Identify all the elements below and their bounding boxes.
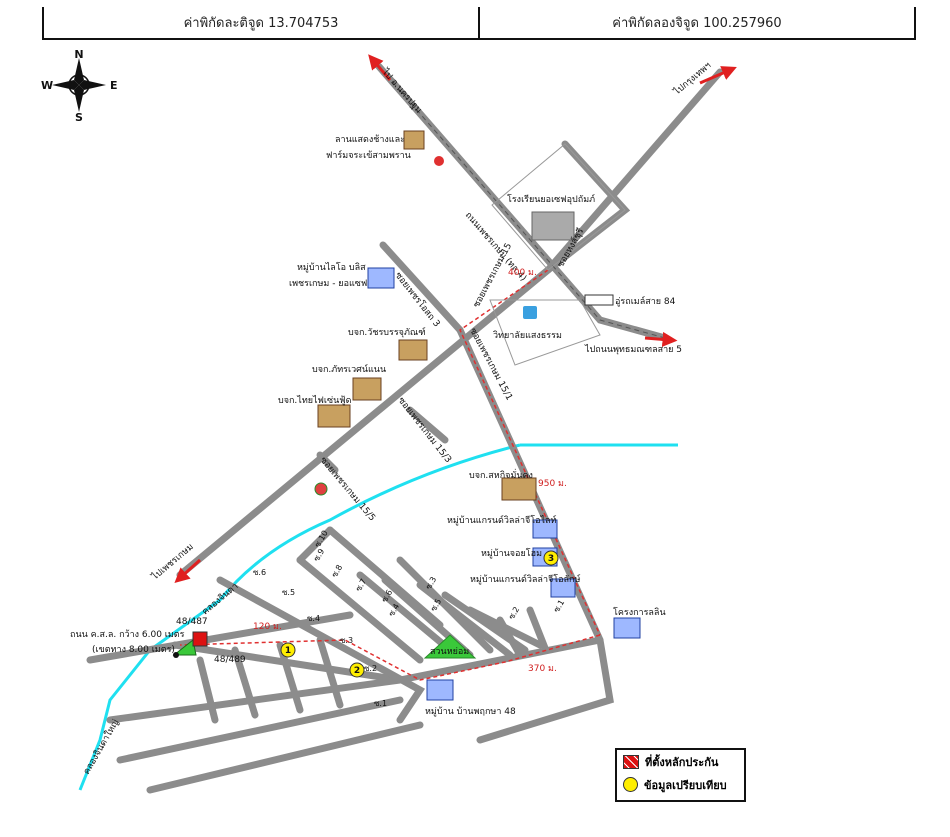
project-label: โครงการลลิน (613, 607, 666, 618)
place-labels: ลานแสดงช้างและ ฟาร์มจระเข้สามพราน โรงเรี… (176, 134, 676, 717)
park-area (423, 634, 477, 659)
market-label: ลานแสดงช้างและ (335, 134, 405, 145)
comparison-swatch-icon (623, 777, 638, 792)
comparison-markers: 1 2 3 (280, 550, 559, 678)
company-2-label: บจก.ภัทรเวศน์แนน (312, 363, 386, 375)
distance-labels: 400 ม. 950 ม. 370 ม. 120 ม. (253, 268, 567, 674)
svg-text:ซ.4: ซ.4 (307, 614, 320, 623)
svg-text:ซ.8: ซ.8 (330, 563, 344, 579)
main-road-centerline (374, 61, 666, 339)
village-3-label: หมู่บ้านแกรนด์วิลล่าจีโอลักษ์ (470, 573, 581, 585)
comparison-marker-2 (349, 662, 365, 678)
svg-text:ซ.2: ซ.2 (507, 605, 521, 621)
comparison-marker-1 (280, 642, 296, 658)
legend-comp-label: ข้อมูลเปรียบเทียบ (644, 778, 727, 792)
subject-dot (173, 652, 179, 658)
canal-bottom-label: คลองจินดาใหญ่ (81, 717, 122, 776)
company-1-label: บจก.วัชรบรรจุภัณฑ์ (348, 326, 426, 338)
map-legend: ที่ตั้งหลักประกัน ข้อมูลเปรียบเทียบ (615, 748, 746, 802)
subject-green-plot (172, 639, 197, 656)
distance-120: 120 ม. (253, 622, 282, 632)
tree-icon (314, 482, 328, 496)
bus-label: อู่รถเมล์สาย 84 (615, 295, 676, 307)
svg-text:3: 3 (548, 554, 554, 564)
school-building-icon (531, 211, 575, 241)
canals (78, 443, 678, 791)
village-top-label: หมู่บ้านไลโอ บลิส (297, 262, 366, 273)
svg-text:ซ.3: ซ.3 (424, 575, 438, 591)
village-1-label: หมู่บ้านแกรนด์วิลล่าจีโอไลท์ (447, 514, 557, 526)
to-nakhon-pathom-label: ไป อ.นครปฐม (379, 66, 424, 116)
compass-east: E (110, 79, 118, 92)
svg-text:ซ.5: ซ.5 (282, 588, 295, 597)
to-phutthamonthon-label: ไปถนนพุทธมณฑลสาย 5 (584, 344, 682, 355)
distance-950: 950 ม. (538, 479, 567, 489)
plot-b-label: 48/489 (214, 655, 246, 665)
collateral-swatch-icon (623, 754, 639, 769)
longitude-cell: ค่าพิกัดลองจิจูด 100.257960 (478, 7, 914, 38)
comparison-marker-3 (543, 550, 559, 566)
road-network (86, 58, 724, 794)
svg-text:ซ.1: ซ.1 (374, 699, 387, 708)
village-2-label: หมู่บ้านจอยโฮม (481, 548, 542, 559)
canal-top-label: คลองจินดา (200, 581, 241, 617)
company-4-label: บจก.สหกิจมั่นคง (469, 468, 533, 481)
legend-site-label: ที่ตั้งหลักประกัน (645, 755, 719, 769)
legend-site-row: ที่ตั้งหลักประกัน (617, 750, 744, 773)
bus-icon (584, 294, 614, 306)
soi-labels: ซ.1 ซ.2 ซ.3 ซ.4 ซ.5 ซ.6 ซ.7 ซ.8 ซ.9 ซ.10… (253, 529, 566, 708)
svg-text:1: 1 (285, 646, 291, 656)
village-bottom-label: หมู่บ้าน บ้านพฤกษา 48 (425, 706, 516, 717)
coordinate-bar: ค่าพิกัดละติจูด 13.704753 ค่าพิกัดลองจิจ… (42, 7, 916, 40)
compass-west: W (41, 79, 53, 92)
to-phetkasem-label: ไปเพชรเกษม (149, 541, 196, 583)
college-area (489, 299, 601, 366)
compass-south: S (75, 111, 83, 124)
distance-400: 400 ม. (508, 268, 537, 278)
svg-text:2: 2 (354, 666, 360, 676)
road-labels: ถนนเพชรเกษม (ทล.4) ไป อ.นครปฐม ไปกรุงเทพ… (70, 60, 713, 777)
company-3-label: บจก.ไทยไฟเซ่นฟู้ด (278, 395, 352, 406)
soi-15-3-label: ซอยเพชรเกษม 15/3 (396, 396, 453, 465)
svg-text:ซ.6: ซ.6 (253, 568, 266, 577)
school-label: โรงเรียนยอเซฟอุปถัมภ์ (507, 193, 595, 205)
collateral-site-icon (192, 631, 208, 647)
park-label: สวนหย่อม (430, 647, 469, 657)
svg-text:ซ.3: ซ.3 (340, 636, 353, 645)
college-label: วิทยาลัยแสงธรรม (493, 330, 562, 341)
latitude-cell: ค่าพิกัดละติจูด 13.704753 (183, 16, 339, 31)
direction-arrows (174, 54, 737, 584)
compass-north: N (74, 48, 83, 61)
distance-370: 370 ม. (528, 664, 557, 674)
college-logo-icon (523, 306, 537, 319)
svg-text:ซ.1: ซ.1 (552, 598, 566, 614)
village-top-label-2: เพชรเกษม - ยอแซฟ (289, 279, 367, 289)
school-area (491, 143, 626, 271)
building-icons (317, 130, 537, 501)
subject-road-label: ถนน ค.ส.ล. กว้าง 6.00 เมตร (70, 629, 185, 640)
legend-comp-row: ข้อมูลเปรียบเทียบ (617, 773, 744, 796)
market-label-2: ฟาร์มจระเข้สามพราน (326, 149, 411, 161)
svg-text:ซ.2: ซ.2 (364, 664, 377, 673)
subject-road-label-2: (เขตทาง 8.00 เมตร) (92, 645, 175, 655)
compass-rose-icon: N S E W (41, 48, 118, 124)
plot-a-label: 48/487 (176, 617, 208, 627)
fuel-icon (434, 156, 444, 166)
